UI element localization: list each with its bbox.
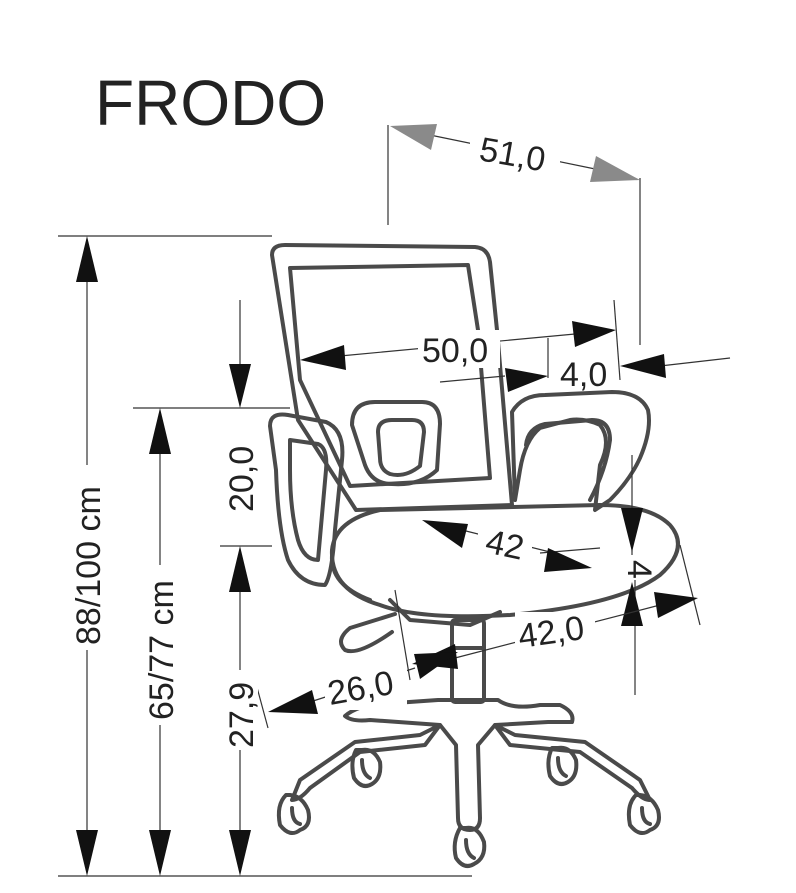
- caster-front-right: [626, 793, 661, 836]
- right-armrest: [510, 390, 651, 512]
- label-seat-height: 65/77 cm: [143, 580, 181, 720]
- arrow-in-left: [505, 368, 548, 392]
- arrow-left: [300, 345, 346, 370]
- arrow-right: [414, 652, 458, 679]
- dim-seat-height: 65/77 cm: [142, 408, 181, 876]
- lumbar-support-inner: [376, 418, 426, 477]
- caster-back-right: [546, 745, 579, 786]
- label-seat-thickness: 4: [620, 560, 658, 579]
- dim-seat-depth: 42,0: [412, 592, 698, 669]
- chair-illustration: [268, 243, 680, 868]
- dim-base-radius: 26,0: [268, 652, 458, 714]
- right-armrest-inner: [524, 418, 612, 502]
- dim-backrest-depth: 4,0: [505, 354, 731, 394]
- base-leg-left: [290, 723, 442, 802]
- extension-lines: [58, 125, 701, 877]
- seat-cushion: [329, 503, 680, 619]
- arrow-left: [422, 520, 468, 548]
- dim-overall-height: 88/100 cm: [70, 236, 108, 876]
- arrow-up: [76, 236, 98, 282]
- arrow-right: [544, 548, 592, 572]
- caster-front-left: [276, 793, 311, 836]
- arrow-down: [621, 508, 643, 552]
- base-leg-right: [493, 723, 652, 802]
- backrest-frame: [270, 243, 514, 512]
- product-title: FRODO: [95, 67, 326, 139]
- left-armrest-inner: [288, 438, 329, 562]
- height-lever: [339, 612, 397, 654]
- dim-base-height: 27,9: [222, 546, 261, 876]
- caster-back-left: [350, 747, 383, 788]
- caster-front-center: [452, 825, 487, 868]
- arrow-down: [229, 364, 251, 408]
- label-base-height: 27,9: [223, 682, 261, 748]
- dim-seat-width: 42: [422, 520, 592, 572]
- label-backrest-height: 20,0: [223, 446, 261, 512]
- star-base: [343, 698, 575, 832]
- dim-backrest-height: 20,0: [223, 300, 261, 512]
- seat-lower-edge: [329, 553, 372, 602]
- dim-overall-width: 51,0: [390, 124, 640, 182]
- label-backrest-depth: 4,0: [560, 356, 607, 394]
- label-seat-depth: 42,0: [516, 609, 587, 656]
- backrest-mesh: [288, 263, 492, 488]
- label-seat-width: 42: [482, 523, 527, 568]
- lumbar-support: [350, 400, 442, 487]
- arrow-up: [229, 546, 251, 592]
- arrow-left: [390, 124, 437, 150]
- arrow-right: [654, 592, 698, 618]
- seat-mechanism: [388, 598, 502, 627]
- dim-seat-thickness: 4: [620, 508, 658, 626]
- arrow-down: [229, 830, 251, 876]
- arrow-in-right: [620, 354, 666, 378]
- arrow-right: [590, 156, 640, 182]
- arrow-up: [621, 582, 643, 626]
- arrow-down: [76, 830, 98, 876]
- label-backrest-width: 50,0: [422, 332, 488, 370]
- arrow-up: [149, 408, 171, 454]
- left-armrest: [268, 412, 345, 587]
- arrow-left: [268, 690, 318, 714]
- dim-backrest-width: 50,0: [300, 321, 616, 370]
- label-overall-height: 88/100 cm: [70, 486, 108, 645]
- arrow-down: [149, 830, 171, 876]
- arrow-right: [572, 321, 616, 347]
